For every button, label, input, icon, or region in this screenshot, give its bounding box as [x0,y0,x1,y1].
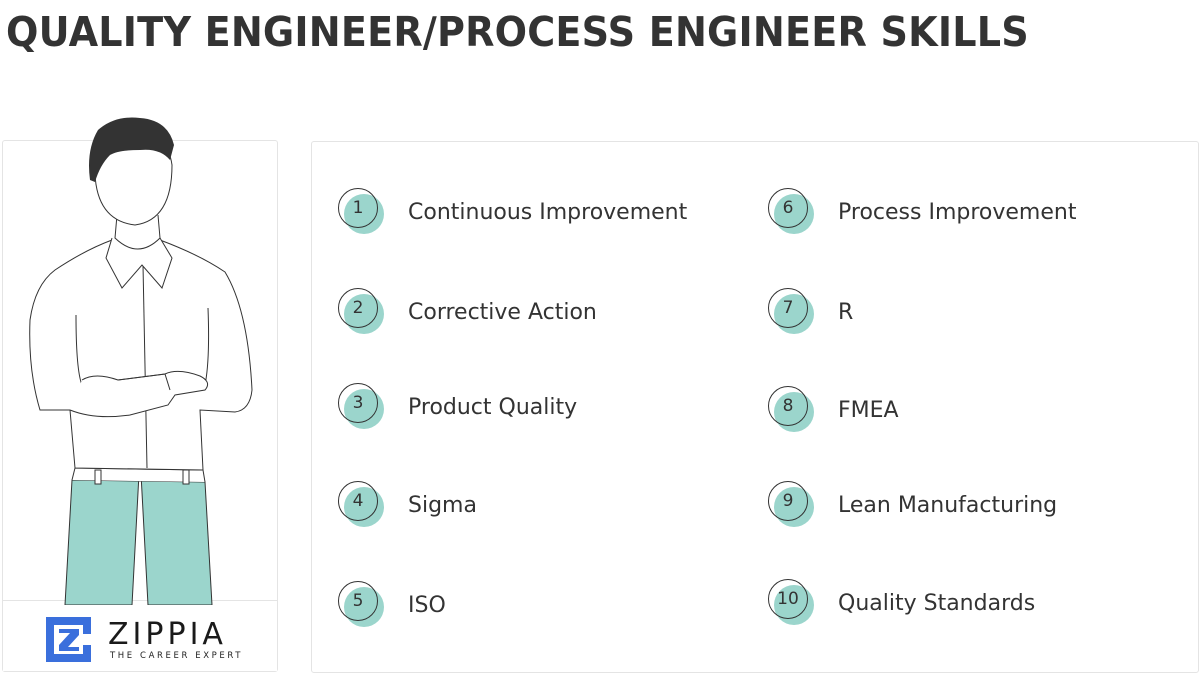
number-badge: 7 [768,288,816,336]
skill-item-2: 2 Corrective Action [338,287,597,337]
number-badge: 1 [338,188,386,236]
skill-label: Lean Manufacturing [838,492,1058,518]
number-badge: 10 [768,579,816,627]
skill-item-7: 7 R [768,287,853,337]
engineer-illustration [29,117,253,605]
number-badge: 4 [338,481,386,529]
brand-name: ZIPPIA [108,617,227,652]
skill-label: R [838,299,854,325]
skill-label: FMEA [838,397,899,423]
skills-card [311,141,1199,673]
skill-label: Process Improvement [838,199,1077,225]
skill-label: Continuous Improvement [408,199,688,225]
skill-item-1: 1 Continuous Improvement [338,187,687,237]
skill-item-5: 5 ISO [338,580,446,630]
number-badge: 9 [768,481,816,529]
number-badge: 5 [338,581,386,629]
number-badge: 8 [768,386,816,434]
skill-item-3: 3 Product Quality [338,382,577,432]
number-badge: 6 [768,188,816,236]
skill-label: Sigma [408,492,477,518]
skill-item-10: 10 Quality Standards [768,578,1035,628]
number-badge: 2 [338,288,386,336]
skill-item-8: 8 FMEA [768,385,899,435]
skill-item-4: 4 Sigma [338,480,477,530]
number-badge: 3 [338,383,386,431]
zippia-logo-icon [46,617,91,662]
skill-item-9: 9 Lean Manufacturing [768,480,1057,530]
skill-label: Quality Standards [838,590,1036,616]
skill-label: Corrective Action [408,299,597,325]
brand-tagline: THE CAREER EXPERT [110,651,244,661]
page-title: QUALITY ENGINEER/PROCESS ENGINEER SKILLS [6,8,1029,56]
skill-item-6: 6 Process Improvement [768,187,1076,237]
skill-label: Product Quality [408,394,578,420]
skill-label: ISO [408,592,446,618]
